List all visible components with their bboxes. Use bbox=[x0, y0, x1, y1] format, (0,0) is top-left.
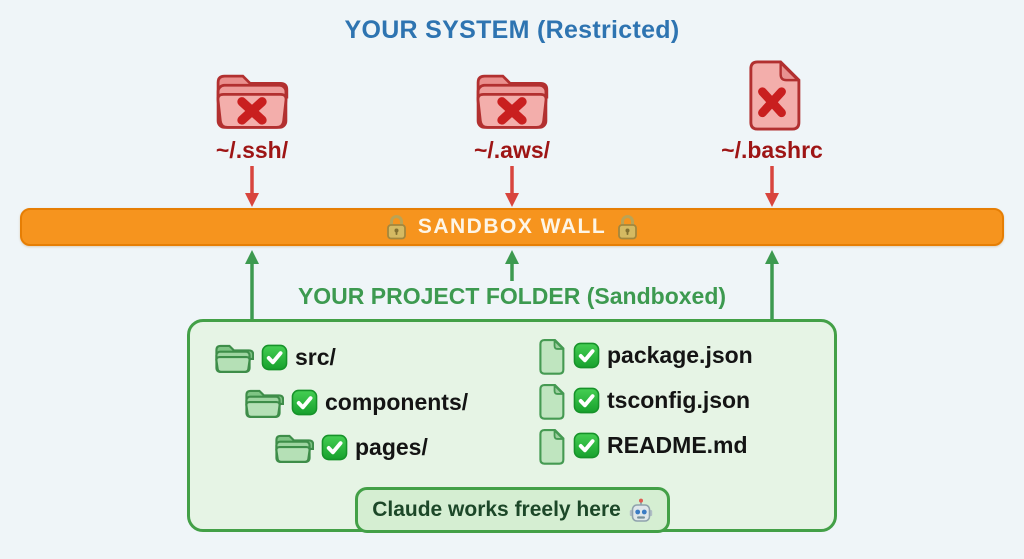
check-icon bbox=[261, 344, 288, 371]
lock-icon bbox=[618, 215, 638, 240]
arrow-up-icon bbox=[245, 250, 259, 320]
check-icon bbox=[573, 432, 600, 459]
restricted-item-bashrc: ~/.bashrc bbox=[682, 56, 862, 164]
file-name: package.json bbox=[607, 342, 753, 368]
file-icon bbox=[539, 428, 565, 465]
folder-name: components/ bbox=[325, 389, 469, 415]
arrow-down-icon bbox=[245, 166, 259, 207]
check-icon bbox=[573, 342, 600, 369]
tree-row-file: tsconfig.json bbox=[536, 378, 753, 423]
lock-icon bbox=[386, 215, 406, 240]
claude-callout: Claude works freely here bbox=[355, 487, 670, 533]
system-title: YOUR SYSTEM (Restricted) bbox=[344, 16, 680, 44]
blocked-folder-icon bbox=[209, 56, 295, 132]
arrow-down-icon bbox=[765, 166, 779, 207]
sandbox-wall-label: SANDBOX WALL bbox=[417, 215, 607, 238]
restricted-path-label: ~/.bashrc bbox=[721, 137, 823, 163]
restricted-path-label: ~/.ssh/ bbox=[215, 137, 289, 163]
tree-row-file: package.json bbox=[536, 333, 753, 378]
blocked-file-icon bbox=[742, 56, 802, 132]
folder-tree: src/ components/ bbox=[212, 335, 468, 470]
folder-icon bbox=[215, 344, 254, 373]
file-name: tsconfig.json bbox=[607, 387, 751, 413]
tree-row-folder: src/ bbox=[212, 335, 468, 380]
check-icon bbox=[291, 389, 318, 416]
restricted-path-label: ~/.aws/ bbox=[473, 137, 551, 163]
file-list: package.json tsconfig.json bbox=[536, 333, 753, 468]
tree-row-folder: pages/ bbox=[212, 425, 468, 470]
file-icon bbox=[539, 338, 565, 375]
tree-row-folder: components/ bbox=[212, 380, 468, 425]
sandbox-wall: SANDBOX WALL bbox=[20, 208, 1004, 246]
check-icon bbox=[321, 434, 348, 461]
arrow-up-icon bbox=[765, 250, 779, 320]
blocked-folder-icon bbox=[469, 56, 555, 132]
file-icon bbox=[539, 383, 565, 420]
folder-name: pages/ bbox=[355, 434, 428, 460]
robot-icon bbox=[629, 498, 652, 522]
restricted-item-ssh: ~/.ssh/ bbox=[162, 56, 342, 164]
restricted-item-aws: ~/.aws/ bbox=[422, 56, 602, 164]
claude-callout-label: Claude works freely here bbox=[372, 498, 621, 521]
tree-row-file: README.md bbox=[536, 423, 753, 468]
folder-icon bbox=[245, 389, 284, 418]
file-name: README.md bbox=[607, 432, 748, 458]
arrow-down-icon bbox=[505, 166, 519, 207]
folder-icon bbox=[275, 434, 314, 463]
folder-name: src/ bbox=[295, 344, 336, 370]
check-icon bbox=[573, 387, 600, 414]
arrow-up-icon bbox=[505, 250, 519, 281]
project-title: YOUR PROJECT FOLDER (Sandboxed) bbox=[297, 283, 727, 309]
